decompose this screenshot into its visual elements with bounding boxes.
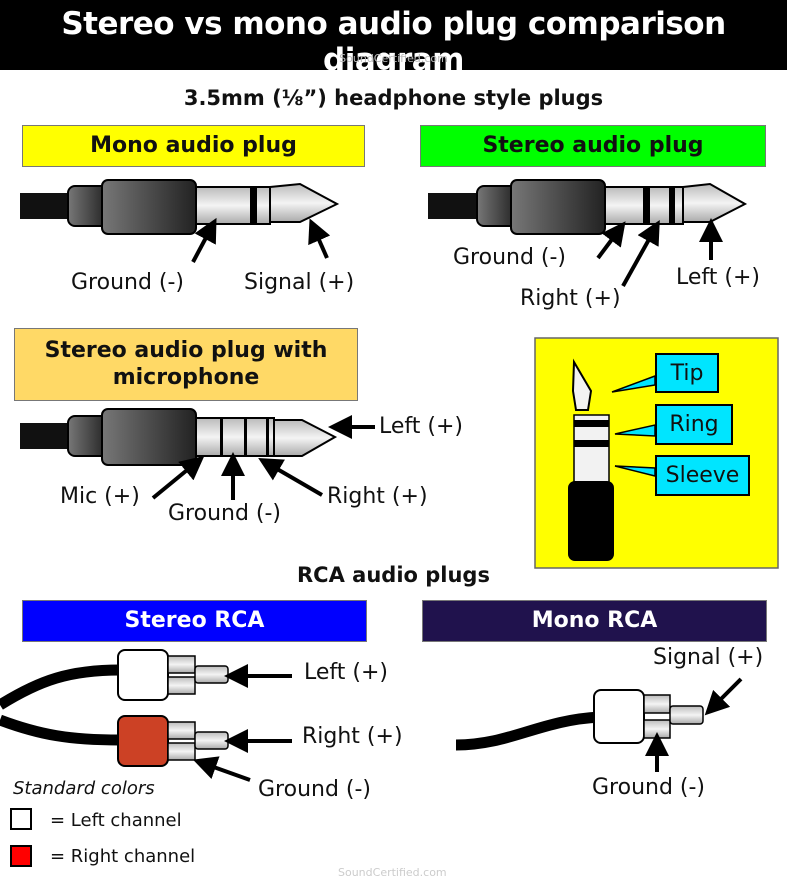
banner-stereo-plug: Stereo audio plug [420, 125, 766, 167]
ring-insulator [250, 187, 257, 224]
banner-mono-plug: Mono audio plug [22, 125, 365, 167]
banner-mic-line2: microphone [112, 364, 260, 390]
banner-mono-rca: Mono RCA [422, 600, 767, 642]
label-rca-left: Left (+) [304, 660, 388, 685]
trs-ring-band [574, 420, 609, 427]
callout-ring: Ring [655, 404, 733, 445]
banner-mic-plug: Stereo audio plug with microphone [14, 328, 358, 401]
cable [20, 193, 75, 219]
mono-rca-drawing [455, 677, 743, 772]
label-mic-left: Left (+) [379, 414, 463, 439]
legend-title: Standard colors [13, 778, 155, 799]
trs-ring-band [574, 440, 609, 447]
header-bar [0, 0, 787, 70]
legend-label-left: = Left channel [50, 810, 182, 831]
tip [269, 182, 340, 223]
right-plug-body [117, 715, 169, 767]
label-stereo-left: Left (+) [676, 265, 760, 290]
section-title-35mm: 3.5mm (⅛”) headphone style plugs [183, 86, 604, 110]
label-rca-ground: Ground (-) [258, 777, 372, 802]
label-mono-signal: Signal (+) [244, 270, 355, 295]
stereo-plug-drawing [428, 179, 748, 287]
banner-stereo-rca: Stereo RCA [22, 600, 367, 642]
sleeve [195, 186, 271, 225]
mono-plug-drawing [20, 179, 340, 263]
banner-mic-line1: Stereo audio plug with [44, 338, 328, 364]
label-mono-ground: Ground (-) [71, 270, 185, 295]
label-mono-rca-ground: Ground (-) [592, 775, 706, 800]
arrow [191, 217, 217, 263]
trs-sleeve-body [568, 481, 614, 561]
page-title: Stereo vs mono audio plug comparison dia… [61, 6, 726, 78]
plug-body [101, 179, 197, 235]
cable-right [0, 714, 121, 746]
label-mono-rca-signal: Signal (+) [653, 645, 764, 670]
label-mic-right: Right (+) [327, 484, 428, 509]
label-stereo-right: Right (+) [520, 286, 621, 311]
header-credit: SoundCertified.com [339, 52, 448, 65]
watermark: SoundCertified.com [338, 866, 447, 879]
label-stereo-ground: Ground (-) [453, 245, 567, 270]
callout-tip: Tip [655, 353, 719, 393]
cable-left [0, 664, 121, 710]
label-mic-mic: Mic (+) [60, 484, 140, 509]
arrow [308, 218, 331, 259]
left-plug-body [117, 649, 169, 701]
legend-swatch-right [10, 845, 32, 867]
label-mic-ground: Ground (-) [168, 501, 282, 526]
stereo-rca-drawing [0, 649, 292, 782]
legend-label-right: = Right channel [50, 846, 196, 867]
trs-tip [571, 358, 593, 411]
section-title-rca: RCA audio plugs [297, 563, 490, 587]
legend-swatch-left [10, 808, 32, 830]
mic-plug-drawing [20, 408, 375, 500]
callout-sleeve: Sleeve [655, 455, 750, 496]
label-rca-right: Right (+) [302, 724, 403, 749]
